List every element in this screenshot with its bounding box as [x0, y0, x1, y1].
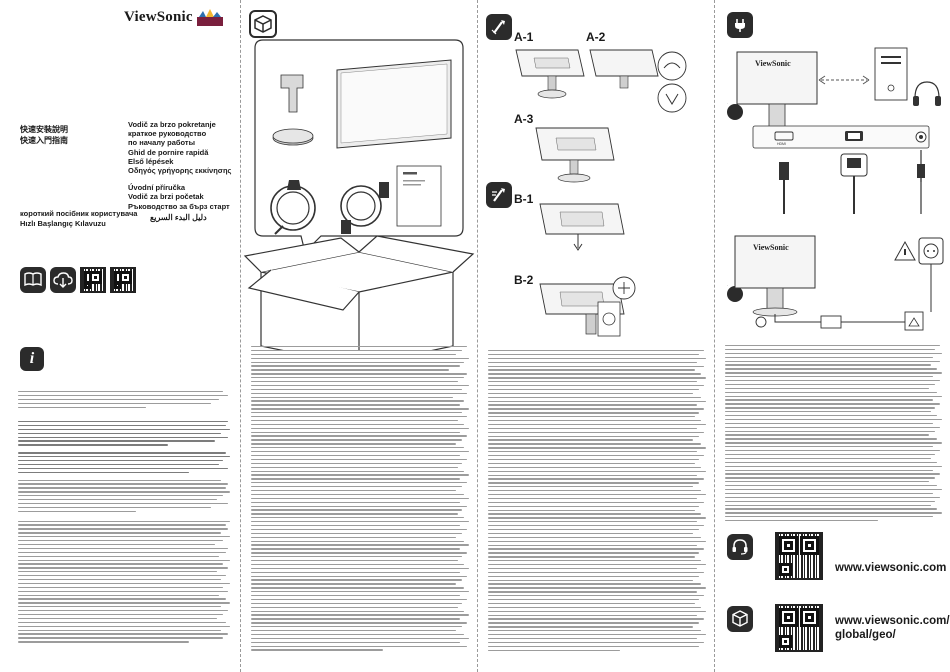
- box-fine-print: [251, 346, 471, 653]
- title-rs: Vodič za brzi početak: [128, 192, 204, 202]
- box-contents-illustration: [243, 39, 475, 350]
- box-icon: [249, 10, 277, 38]
- title-arabic: دليل البدء السريع: [150, 213, 207, 222]
- monitor-logo-1: ViewSonic: [755, 59, 791, 68]
- title-cjk-1: 快速安裝說明: [20, 125, 68, 134]
- brand-logo: ViewSonic: [124, 8, 223, 26]
- connections-fine-print-1: [725, 345, 944, 524]
- connection-diagram-2: ViewSonic: [734, 235, 944, 331]
- step-b2-label: B-2: [514, 273, 534, 287]
- headset-support-icon: [727, 534, 753, 560]
- title-cjk-2: 快速入門指南: [20, 136, 68, 145]
- qr-code-2[interactable]: [110, 267, 136, 293]
- global-box-icon: [727, 606, 753, 632]
- fold-line-1: [240, 0, 241, 672]
- title-bg: Ръководство за бърз старт: [128, 201, 230, 211]
- step-a1-label: A-1: [514, 30, 534, 44]
- fold-line-3: [714, 0, 715, 672]
- title-gr: Οδηγός γρήγορης εκκίνησης: [128, 166, 232, 176]
- title-hu: Első lépések: [128, 156, 174, 166]
- qr-code-support[interactable]: [775, 532, 823, 580]
- power-plug-icon: [727, 12, 753, 38]
- screwdriver-icon: [486, 14, 512, 40]
- brand-name: ViewSonic: [124, 8, 193, 25]
- cover-panel: ViewSonic 快速安裝說明 快速入門指南 короткий посібни…: [0, 0, 240, 672]
- birds-logo-icon: [196, 9, 223, 26]
- title-ro: Ghid de pornire rapidă: [128, 147, 209, 157]
- info-icon: i: [20, 347, 44, 371]
- title-hr: Vodič za brzo pokretanje: [128, 120, 216, 129]
- monitor-logo-2: ViewSonic: [753, 243, 789, 252]
- assembly-fine-print: [488, 350, 708, 653]
- url-global-line-2: global/geo/: [835, 629, 896, 641]
- step-b-illustrations: [539, 203, 636, 337]
- book-download-icon: [20, 267, 46, 293]
- title-cz: Úvodní příručka: [128, 183, 186, 193]
- title-ru-2: по началу работы: [128, 138, 196, 148]
- step-a3-label: A-3: [514, 112, 534, 126]
- step-a2-label: A-2: [586, 30, 606, 44]
- title-ru-1: краткое руководство: [128, 129, 207, 139]
- url-global[interactable]: www.viewsonic.com/ global/geo/: [835, 614, 950, 642]
- fold-line-2: [477, 0, 478, 672]
- svg-text:HDMI: HDMI: [777, 142, 786, 146]
- cover-fine-print-2: [18, 421, 232, 645]
- connections-panel: 1 ViewSonic HDMI 2: [715, 0, 950, 672]
- title-ua: короткий посібник користувача: [20, 209, 138, 218]
- step-b1-label: B-1: [514, 192, 534, 206]
- title-tr: Hızlı Başlangıç Kılavuzu: [20, 219, 106, 228]
- qr-code-1[interactable]: [80, 267, 106, 293]
- wall-mount-icon: [486, 182, 512, 208]
- step-a-illustrations: [515, 49, 687, 183]
- connection-diagram-1: ViewSonic HDMI: [736, 47, 941, 214]
- cloud-download-icon: [50, 267, 76, 293]
- assembly-panel: A-1 A-2 A-3 B-1 B-2: [478, 0, 714, 672]
- qr-code-global[interactable]: [775, 604, 823, 652]
- box-contents-panel: [241, 0, 477, 672]
- cover-fine-print-1: [18, 391, 232, 410]
- url-main[interactable]: www.viewsonic.com: [835, 562, 947, 574]
- titles-right-block: Vodič za brzo pokretanje краткое руковод…: [128, 120, 231, 211]
- url-global-line-1: www.viewsonic.com/: [835, 615, 950, 627]
